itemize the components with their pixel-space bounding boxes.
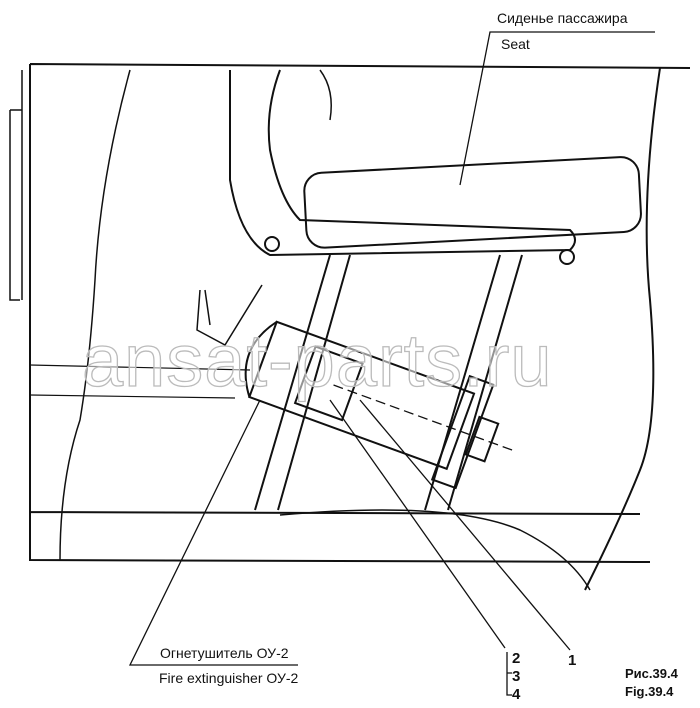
seat-frame — [229, 69, 576, 257]
left-tabs — [9, 70, 23, 301]
extinguisher-label-en: Fire extinguisher ОУ-2 — [159, 670, 299, 686]
watermark: ansat-parts.ru — [81, 318, 553, 402]
seat-legs — [254, 254, 523, 511]
bracket-234 — [506, 652, 512, 696]
callout-3: 3 — [512, 668, 521, 685]
callout-2: 2 — [512, 650, 521, 667]
inner-curve — [59, 69, 131, 561]
cabin-right-edge — [584, 67, 661, 591]
figure-label-ru: Рис.39.4 — [625, 666, 678, 681]
pivot-left — [264, 236, 280, 252]
seat-armrest — [303, 156, 642, 249]
pivot-right — [559, 249, 575, 265]
leader-extinguisher — [128, 399, 298, 666]
callout-4: 4 — [512, 686, 521, 703]
seat-label-ru: Сиденье пассажира — [497, 10, 628, 26]
leader-2 — [329, 399, 506, 649]
leader-seat — [459, 31, 655, 186]
fire-extinguisher — [244, 320, 513, 490]
seat-label-en: Seat — [501, 36, 530, 52]
bracket — [196, 284, 263, 346]
figure-label-en: Fig.39.4 — [625, 684, 674, 699]
callout-1: 1 — [568, 652, 577, 669]
extinguisher-label-ru: Огнетушитель ОУ-2 — [160, 645, 289, 661]
cabin-frame — [29, 63, 691, 563]
leader-1 — [359, 399, 571, 651]
